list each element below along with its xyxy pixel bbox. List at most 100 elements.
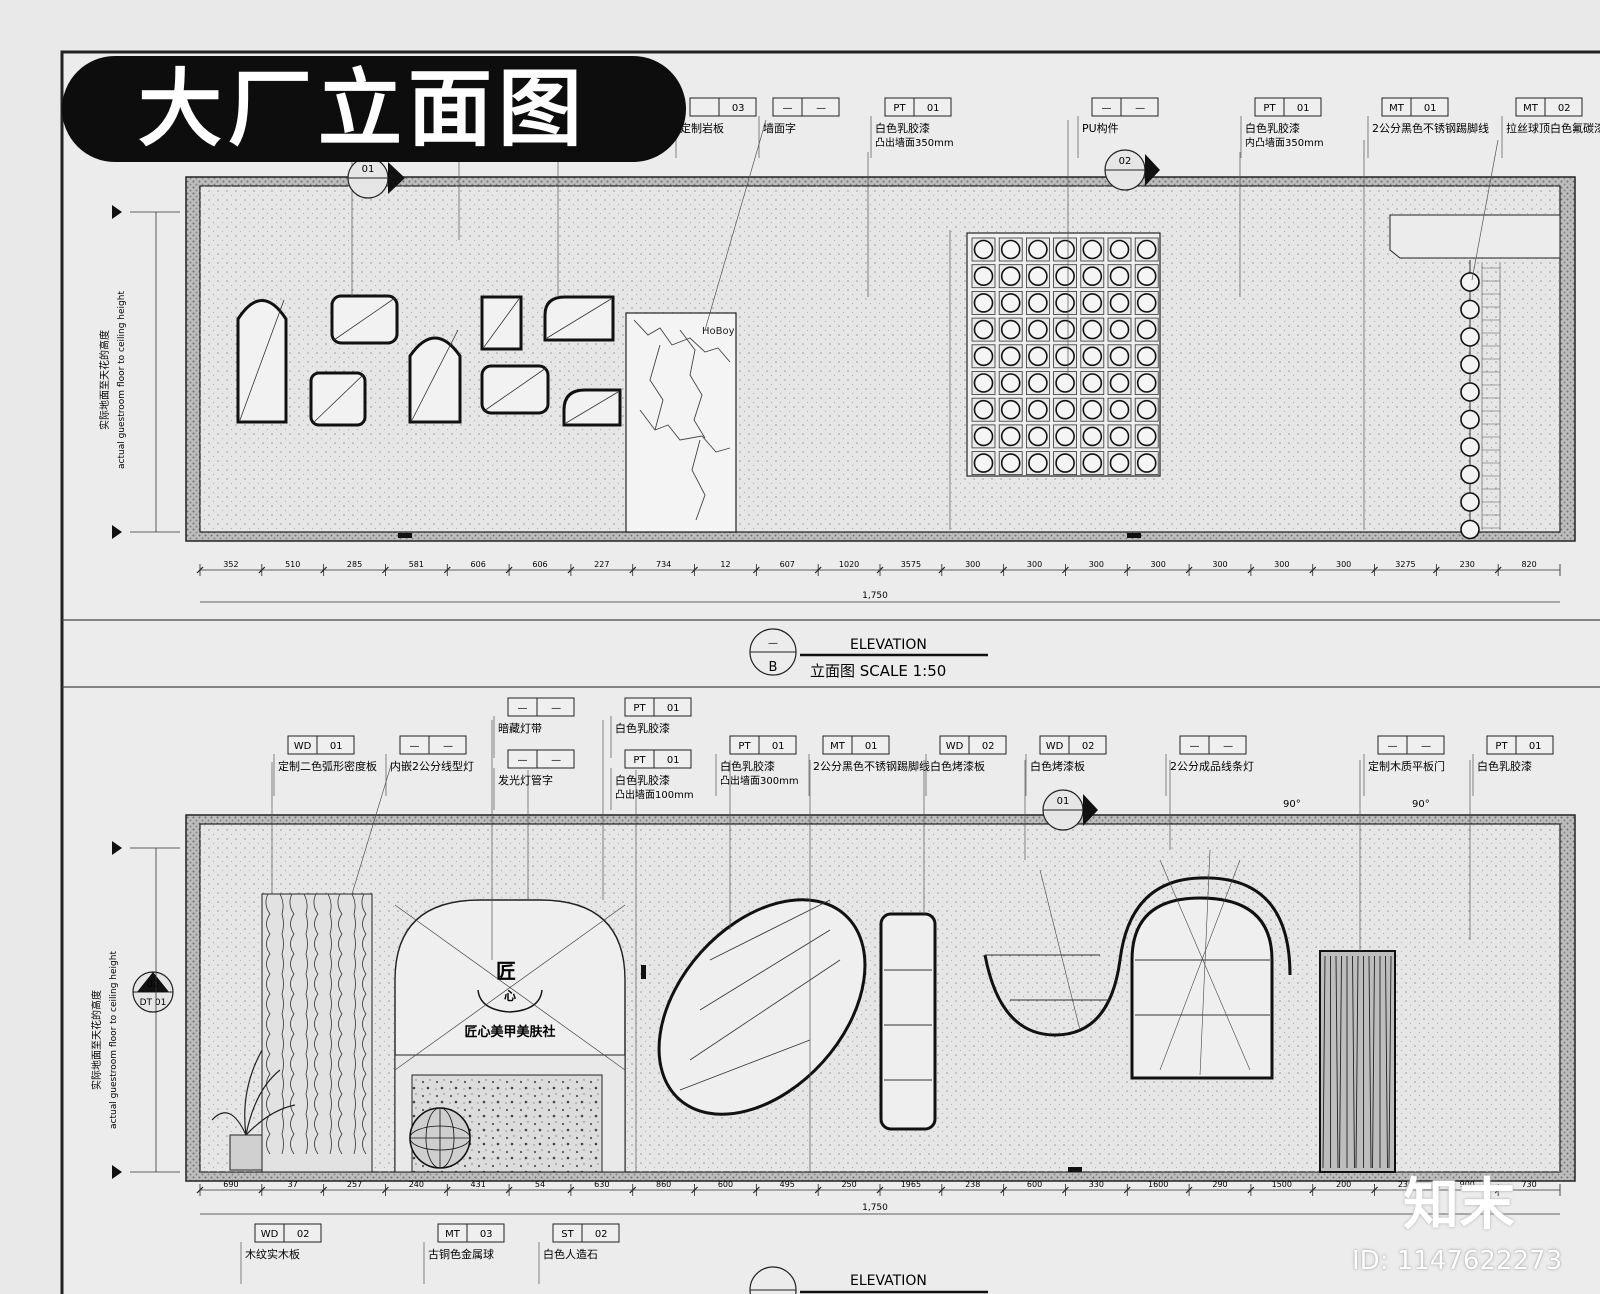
callout-label: 拉丝球顶白色氟碳漆	[1506, 121, 1600, 135]
grid-ring	[973, 373, 994, 393]
bottom-callouts: WD 01 定制二色弧形密度板 — — 内嵌2公分线型灯 — — 暗藏灯带 ——发光灯管字 PT 01…	[273, 697, 1554, 810]
callout-label: 定制二色弧形密度板	[278, 759, 377, 773]
callout-num: 01	[1424, 103, 1437, 114]
callout-code: PT	[633, 755, 646, 766]
dim-value: 431	[471, 1180, 486, 1189]
sphere	[1460, 299, 1480, 320]
callout-num: 02	[982, 741, 995, 752]
circle-grid-panel	[971, 237, 1159, 476]
callout-num: 02	[595, 1229, 608, 1240]
callout-num: —	[1135, 103, 1145, 114]
grid-ring	[1109, 426, 1130, 447]
material-callout: — — 墙面字	[758, 97, 840, 158]
dim-value: 510	[285, 560, 300, 569]
dim-value: 730	[1521, 1180, 1536, 1189]
material-callout: — — 暗藏灯带	[493, 697, 575, 758]
caption-en: ELEVATION	[850, 637, 927, 653]
callout-num: 01	[1529, 741, 1542, 752]
grid-ring	[1109, 346, 1130, 367]
callout-label: 墙面字	[763, 121, 796, 135]
material-callout: ——2公分成品线条灯	[1165, 735, 1254, 796]
callout-sub: 凸出墙面300mm	[720, 774, 799, 787]
bottom-section-marker-2: 02 DT 01	[132, 971, 174, 1013]
grid-ring	[1028, 453, 1048, 473]
grid-ring	[1055, 453, 1075, 473]
grid-ring	[1055, 266, 1075, 287]
callout-code: —	[783, 103, 793, 114]
grid-ring	[1055, 346, 1075, 367]
grid-ring	[1109, 373, 1130, 393]
caption-cn: 立面图 SCALE 1:50	[810, 662, 946, 680]
dim-value: 300	[1151, 560, 1166, 569]
material-callout: MT 03 古铜色金属球	[423, 1223, 505, 1284]
callout-sub: 凸出墙面100mm	[615, 788, 694, 801]
sphere	[1460, 354, 1480, 375]
section-num: 01	[1057, 796, 1070, 807]
grid-ring	[1055, 373, 1075, 393]
section-num: 02	[147, 979, 160, 990]
callout-num: —	[551, 703, 561, 714]
callout-code: —	[410, 741, 420, 752]
sphere	[1460, 437, 1480, 457]
callout-label: 木纹实木板	[245, 1247, 300, 1261]
callout-label: 白色人造石	[543, 1247, 598, 1261]
callout-label: 古铜色金属球	[428, 1247, 494, 1261]
callout-num: —	[816, 103, 826, 114]
grid-ring	[1082, 239, 1103, 260]
callout-label: 白色乳胶漆	[875, 121, 930, 135]
caption-en: ELEVATION	[850, 1273, 927, 1289]
callout-label: 定制岩板	[680, 121, 724, 135]
material-callout: ——发光灯管字	[493, 749, 575, 810]
grid-ring	[1136, 319, 1157, 340]
material-callout: ST 02 白色人造石	[538, 1223, 620, 1284]
dim-value: 606	[532, 560, 547, 569]
grid-ring	[1136, 453, 1157, 473]
logo-char-2: 心	[504, 989, 516, 1003]
callout-label: 白色乳胶漆	[720, 759, 775, 773]
callout-code: PT	[1263, 103, 1276, 114]
callout-num: 01	[772, 741, 785, 752]
caption-letter: B	[769, 660, 778, 675]
dim-value: 200	[1336, 1180, 1351, 1189]
grid-ring	[973, 293, 994, 313]
dim-value: 734	[656, 560, 671, 569]
callout-label: 暗藏灯带	[498, 721, 542, 735]
grid-ring	[1109, 239, 1130, 260]
grid-ring	[1109, 293, 1130, 313]
callout-code: WD	[1046, 741, 1064, 752]
dim-value: 600	[1027, 1180, 1042, 1189]
grid-ring	[1028, 319, 1048, 340]
callout-code: —	[518, 703, 528, 714]
grid-ring	[1028, 426, 1048, 447]
angle-label: 90°	[1412, 799, 1430, 810]
grid-ring	[1082, 426, 1103, 447]
callout-label: 白色烤漆板	[930, 759, 985, 773]
grid-ring	[973, 426, 994, 447]
dim-value: 12	[720, 560, 730, 569]
grid-ring	[973, 319, 994, 340]
dim-value: 690	[223, 1180, 238, 1189]
callout-code: MT	[445, 1229, 461, 1240]
dim-value: 250	[841, 1180, 856, 1189]
callout-code: PT	[633, 703, 646, 714]
grid-ring	[1000, 293, 1021, 313]
grid-ring	[1000, 319, 1021, 340]
logo-text-hoboy: HoBoy	[702, 326, 735, 337]
dim-value: 581	[409, 560, 424, 569]
dim-value: 607	[780, 560, 795, 569]
callout-code: ST	[561, 1229, 574, 1240]
callout-code: —	[1388, 741, 1398, 752]
logo-char-1: 匠	[496, 959, 516, 983]
page-title: 大厂立面图	[138, 60, 589, 158]
callout-code: —	[1190, 741, 1200, 752]
callout-label: 内嵌2公分线型灯	[390, 759, 474, 773]
grid-ring	[1028, 239, 1048, 260]
dim-value: 600	[718, 1180, 733, 1189]
watermark-id: ID: 1147622273	[1352, 1246, 1563, 1276]
callout-num: 03	[480, 1229, 493, 1240]
callout-num: 01	[927, 103, 940, 114]
dim-value: 227	[594, 560, 609, 569]
